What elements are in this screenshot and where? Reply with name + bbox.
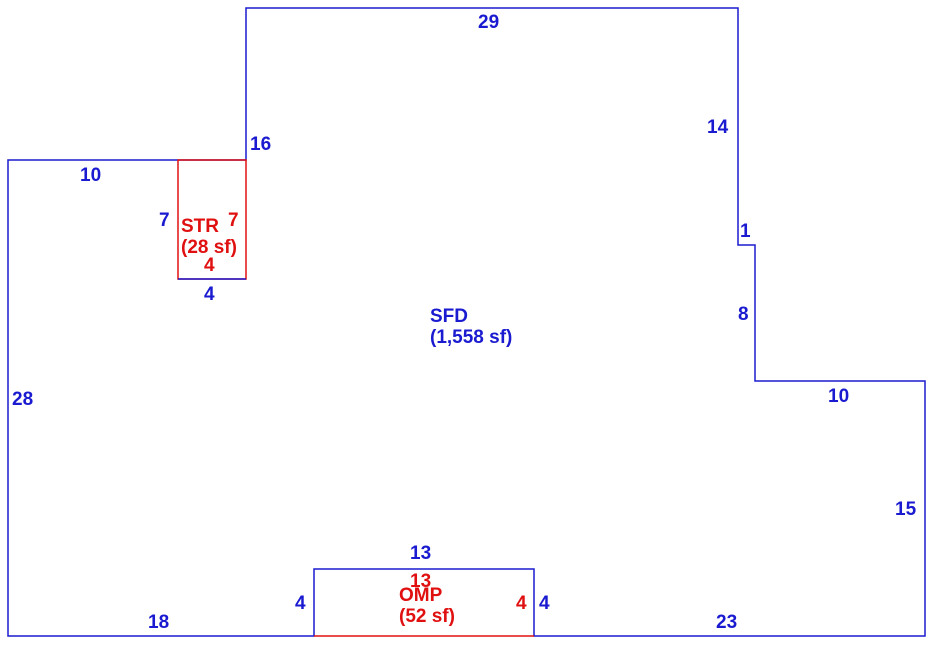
dim-str-left: 7 <box>159 210 170 231</box>
dim-bottom-right: 23 <box>716 612 737 633</box>
dim-omp-left: 4 <box>295 593 306 614</box>
dim-omp-top: 13 <box>410 543 431 564</box>
str-area: (28 sf) <box>181 237 237 258</box>
dim-top: 29 <box>478 12 499 33</box>
dim-right-upper: 14 <box>707 117 729 138</box>
omp-area: (52 sf) <box>399 606 455 627</box>
dim-str-bottom: 4 <box>204 284 215 305</box>
dim-top-left: 10 <box>80 165 101 186</box>
dim-right-lower: 15 <box>895 499 917 520</box>
str-dim-bottom: 4 <box>204 255 215 276</box>
dim-omp-right: 4 <box>539 593 550 614</box>
dim-bottom-left: 18 <box>148 612 169 633</box>
omp-dim-right: 4 <box>516 593 527 614</box>
omp-dim-top: 13 <box>410 571 431 592</box>
omp-name: OMP <box>399 585 443 606</box>
dim-ledge: 10 <box>828 386 849 407</box>
sfd-name: SFD <box>430 306 468 327</box>
str-name: STR <box>181 216 219 237</box>
dim-upper-left: 16 <box>250 134 271 155</box>
dim-step: 1 <box>740 221 751 242</box>
sfd-area: (1,558 sf) <box>430 327 512 348</box>
str-dim-right: 7 <box>228 210 239 231</box>
dim-left: 28 <box>12 389 33 410</box>
dim-right-mid: 8 <box>738 304 749 325</box>
